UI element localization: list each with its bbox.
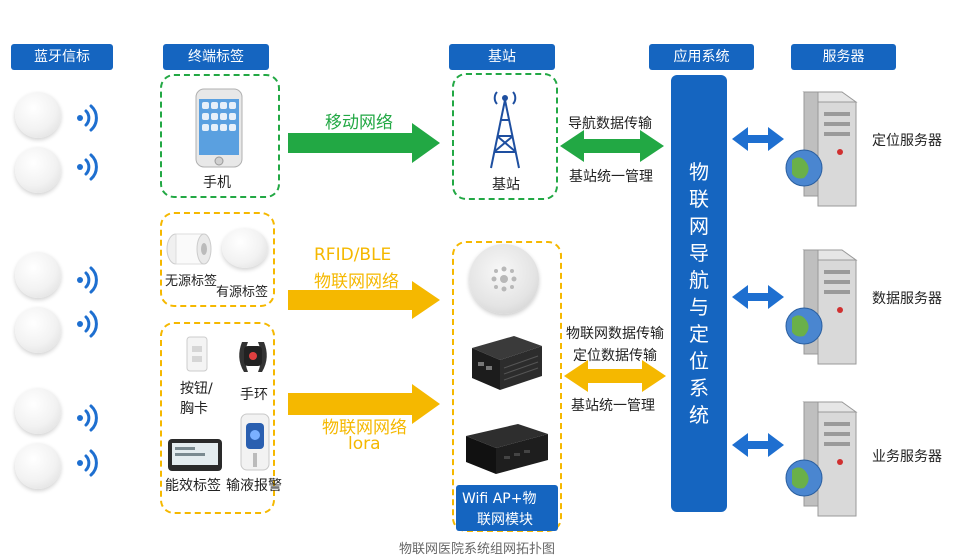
mobile-network-label: 移动网络 (325, 113, 393, 133)
base-station-box (452, 73, 558, 200)
bottom-exchange-label-3: 基站统一管理 (571, 398, 655, 414)
phone-icon (195, 88, 243, 168)
signal-wave-icon (77, 310, 98, 338)
bluetooth-beacon (15, 307, 61, 353)
location-server-label: 定位服务器 (872, 133, 942, 149)
system-name-char: 航 (689, 268, 709, 292)
server-icon-location (785, 91, 858, 207)
system-name-char: 物 (689, 160, 709, 184)
button-badge-label-1: 按钮/ (180, 381, 213, 397)
mobile-network-arrow (288, 123, 440, 163)
rfid-ble-arrow (288, 281, 440, 319)
data-server-label: 数据服务器 (872, 291, 942, 307)
diagram-caption: 物联网医院系统组网拓扑图 (399, 542, 556, 557)
header-base-station: 基站 (449, 44, 555, 70)
bluetooth-beacon (15, 443, 61, 489)
passive-tag-label: 无源标签 (165, 274, 218, 289)
ceiling-ap-icon (469, 244, 539, 314)
server-icon-data (785, 249, 858, 365)
header-app-system: 应用系统 (649, 44, 754, 70)
badge-icon (186, 336, 208, 372)
ap-module-label-box (456, 485, 558, 531)
system-name-char: 导 (689, 241, 709, 265)
header-servers: 服务器 (791, 44, 896, 70)
server-icon-business (785, 401, 858, 517)
top-exchange-label-2: 基站统一管理 (569, 169, 653, 185)
button-badge-label-2: 胸卡 (180, 401, 208, 417)
header-terminal-tags: 终端标签 (163, 44, 269, 70)
signal-wave-icon (77, 449, 98, 477)
system-name-char: 网 (689, 214, 709, 238)
bluetooth-beacon (15, 388, 61, 434)
bottom-exchange-label-2: 定位数据传输 (573, 348, 657, 364)
system-name-char: 定 (689, 322, 709, 346)
bluetooth-beacon (15, 252, 61, 298)
base-station-label: 基站 (492, 177, 520, 193)
bluetooth-beacon (15, 147, 61, 193)
tower-icon (490, 91, 520, 169)
phone-terminal-box (160, 74, 280, 198)
signal-wave-icon (77, 104, 98, 132)
app-system-bar (671, 75, 727, 512)
rfid-ble-label-2: 物联网网络 (314, 272, 399, 292)
system-name-char: 与 (689, 295, 709, 319)
server-arrow-location (732, 127, 784, 151)
active-tag-label: 有源标签 (216, 285, 269, 300)
energy-tag-icon (168, 439, 222, 471)
signal-wave-icon (77, 266, 98, 294)
bottom-exchange-label-1: 物联网数据传输 (566, 326, 664, 342)
wristband-icon (239, 342, 267, 372)
iot-lora-arrow (288, 384, 440, 424)
top-exchange-label-1: 导航数据传输 (568, 116, 652, 132)
energy-tag-label: 能效标签 (165, 478, 221, 494)
business-server-label: 业务服务器 (872, 449, 942, 465)
wristband-label: 手环 (240, 387, 268, 403)
server-arrow-data (732, 285, 784, 309)
system-name-char: 位 (689, 349, 709, 373)
ap-module-label-2: 联网模块 (477, 512, 533, 528)
infusion-alarm-icon (240, 413, 270, 471)
system-name-char: 系 (689, 376, 709, 400)
system-name-char: 联 (689, 187, 709, 211)
signal-wave-icon (77, 153, 98, 181)
iot-lora-label-2: lora (348, 434, 381, 454)
iot-lora-label-1: 物联网网络 (322, 418, 407, 438)
top-exchange-arrow (560, 130, 664, 162)
rfid-tag-box (160, 212, 275, 307)
passive-tag-icon (166, 233, 212, 265)
bluetooth-beacon (15, 92, 61, 138)
rfid-ble-label-1: RFID/BLE (314, 245, 392, 265)
gateway-box-icon (472, 336, 542, 390)
router-box-icon (466, 424, 548, 474)
iot-device-box (160, 322, 275, 514)
server-arrow-business (732, 433, 784, 457)
header-bluetooth-beacon: 蓝牙信标 (11, 44, 113, 70)
bottom-exchange-arrow (564, 360, 666, 392)
infusion-alarm-label: 输液报警 (226, 478, 282, 494)
ap-module-box (452, 241, 562, 532)
phone-label: 手机 (203, 175, 231, 191)
system-name-char: 统 (689, 403, 709, 427)
ap-module-label-1: Wifi AP+物 (462, 491, 537, 507)
active-tag-icon (222, 228, 268, 268)
signal-wave-icon (77, 404, 98, 432)
